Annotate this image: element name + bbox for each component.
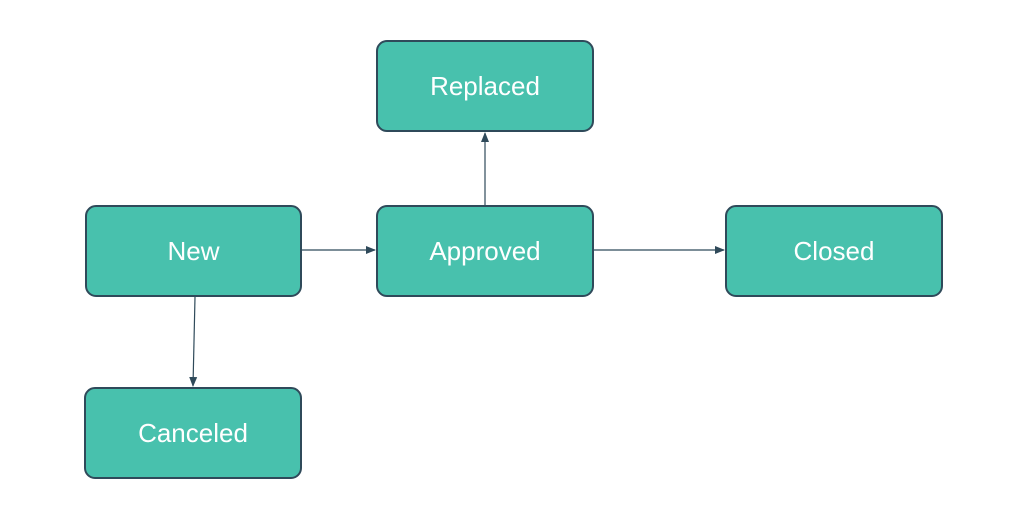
node-canceled-label: Canceled: [138, 417, 248, 448]
node-approved[interactable]: Approved: [376, 205, 594, 297]
node-canceled[interactable]: Canceled: [84, 387, 302, 479]
node-replaced-label: Replaced: [430, 70, 540, 101]
node-replaced[interactable]: Replaced: [376, 40, 594, 132]
node-approved-label: Approved: [429, 235, 541, 266]
node-new-label: New: [167, 235, 220, 266]
node-closed[interactable]: Closed: [725, 205, 943, 297]
edge-new-to-canceled: [189, 296, 198, 387]
node-closed-label: Closed: [793, 235, 875, 266]
node-new[interactable]: New: [85, 205, 302, 297]
